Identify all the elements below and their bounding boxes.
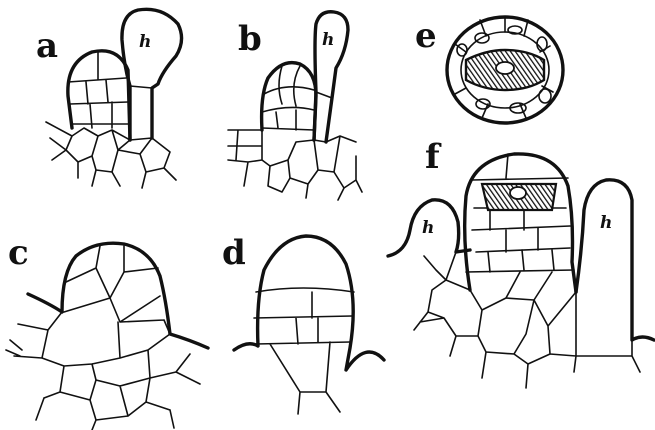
panel-f-right-hair <box>576 180 654 340</box>
panel-a-gland <box>68 51 130 140</box>
panel-c: c <box>6 233 208 430</box>
panel-d-label: d <box>222 233 246 273</box>
panel-a: a h <box>36 9 182 188</box>
panel-f-right-hair-label: h <box>600 213 612 233</box>
panel-d-gland <box>234 236 384 370</box>
panel-e-label: e <box>415 16 437 56</box>
panel-a-tissue <box>46 122 176 188</box>
panel-f-label: f <box>425 137 442 177</box>
panel-f-tissue <box>414 252 640 388</box>
panel-a-hair-label: h <box>139 32 151 52</box>
panel-f-left-hair-label: h <box>422 218 434 238</box>
panel-a-label: a <box>36 26 58 66</box>
panel-d: d <box>222 233 384 414</box>
panel-b-label: b <box>238 19 262 59</box>
panel-b-hair-label: h <box>322 30 334 50</box>
panel-b: b h <box>228 12 362 200</box>
panel-c-label: c <box>8 233 29 273</box>
panel-e: e <box>415 16 563 123</box>
panel-e-central-canal <box>496 62 514 74</box>
panel-f-central-canal <box>510 187 526 199</box>
panel-f: f h h <box>388 137 654 388</box>
panel-b-tissue <box>228 130 362 200</box>
